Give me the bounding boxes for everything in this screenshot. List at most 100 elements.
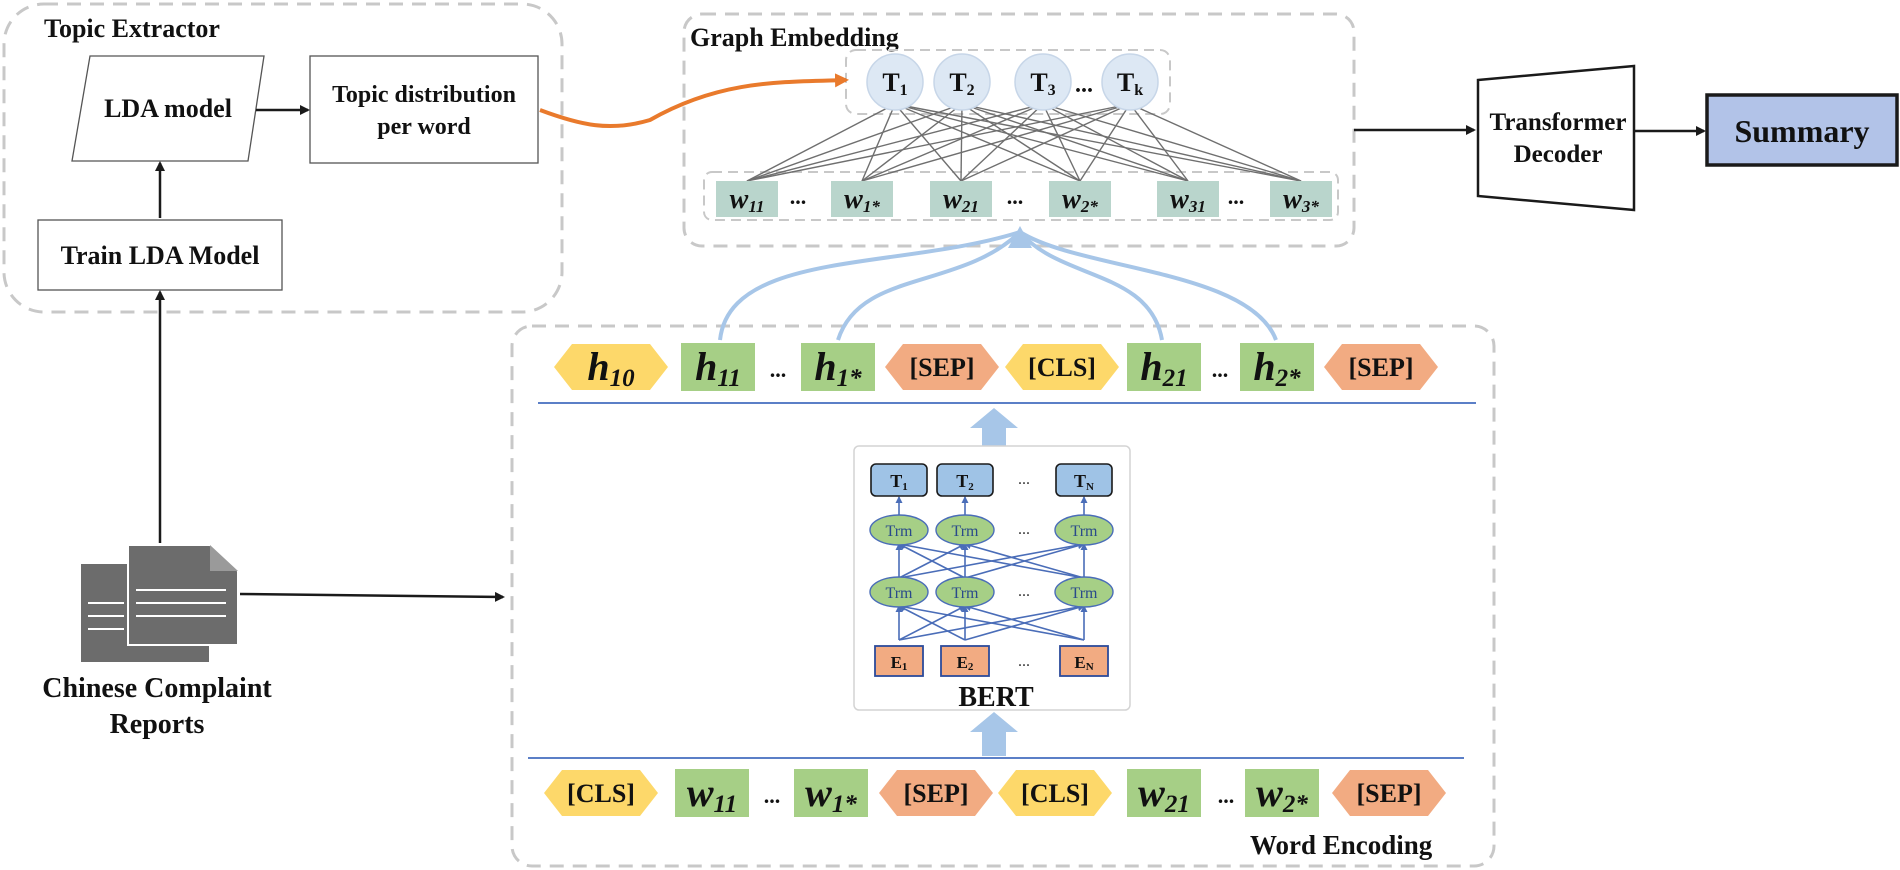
bert-trm-l1-1 [935, 576, 995, 608]
edge-t0-w0 [746, 103, 896, 182]
topic-node-label-3: T3 [1030, 68, 1055, 99]
hidden-token-5 [1127, 343, 1201, 391]
word-nodes-group [703, 171, 1339, 221]
input-token-2 [794, 769, 868, 817]
graph-embedding-title: Graph Embedding [690, 23, 899, 52]
edge-t3-w5 [1129, 103, 1302, 182]
input-token-5 [1127, 769, 1201, 817]
bert-output-N [1055, 463, 1113, 497]
input-token-label-4: [CLS] [1021, 779, 1089, 808]
bert-output-label-1: T1 [890, 471, 908, 493]
edge-t1-w2 [960, 103, 963, 182]
bert-edge-e2-l10 [898, 603, 1085, 641]
topic-extractor-title: Topic Extractor [44, 14, 220, 43]
bert-embed-1 [874, 645, 924, 677]
bert-output-label-N: TN [1074, 471, 1094, 493]
bert-ellipsis-3: ... [1018, 653, 1030, 670]
bert-label: BERT [958, 682, 1034, 713]
bert-trm-l0-2 [1054, 514, 1114, 546]
topic-node-label-2: T2 [949, 68, 974, 99]
edge-t3-w2 [960, 103, 1131, 182]
input-token-3 [879, 770, 993, 816]
hidden-token-label-0: h10 [587, 344, 635, 392]
bert-edge-l12-l21 [964, 542, 1085, 579]
bert-output-1 [870, 463, 928, 497]
word-node-label-21: w21 [943, 184, 979, 216]
bert-ellipsis-1: ... [1018, 521, 1030, 538]
word-node-21 [930, 181, 992, 217]
hidden-ellipsis-0: ... [770, 357, 787, 382]
edge-t2-w1 [861, 103, 1044, 182]
word-ellipsis-2: ... [1007, 184, 1024, 209]
edge-t2-w2 [960, 103, 1044, 182]
bert-trm-label-l1-1: Trm [952, 585, 980, 602]
bert-edge-l12-l20 [898, 541, 1085, 579]
summary-box [1705, 93, 1899, 167]
hidden-token-0 [554, 344, 668, 390]
hidden-token-6 [1240, 343, 1314, 391]
bert-embed-label-N: EN [1074, 653, 1093, 673]
bert-edge-e2-l11 [964, 604, 1085, 641]
bert-embed-label-1: E1 [891, 653, 908, 673]
edge-t3-w3 [1079, 103, 1131, 182]
word-node-31 [1157, 181, 1219, 217]
hidden-ellipsis-1: ... [1212, 357, 1229, 382]
hidden-token-label-1: h11 [695, 344, 741, 392]
bert-box [853, 445, 1131, 711]
topic-node-2 [933, 53, 991, 111]
edge-t2-w4 [1042, 103, 1189, 182]
summary-label: Summary [1734, 113, 1869, 149]
topic-distribution-label-line1: Topic distribution [332, 82, 516, 108]
topic-distribution-box [309, 55, 539, 164]
word-node-label-2*: w2* [1062, 184, 1098, 216]
bert-output-label-2: T2 [956, 471, 974, 493]
hidden-token-3 [885, 344, 999, 390]
bert-trm-label-l0-2: Trm [1071, 523, 1099, 540]
reports-label-line1: Chinese Complaint [42, 673, 272, 704]
hidden-token-label-4: [CLS] [1028, 353, 1096, 382]
input-to-bert-arrow [970, 712, 1018, 756]
topic-word-edges [746, 103, 1302, 182]
bert-edge-l11-l20 [898, 543, 966, 579]
word-node-label-1*: w1* [844, 184, 880, 216]
lda-model-box [71, 55, 265, 162]
hidden-token-4 [1005, 344, 1119, 390]
word-node-label-3*: w3* [1283, 184, 1319, 216]
input-token-label-2: w1* [805, 770, 857, 818]
hidden-token-label-7: [SEP] [1349, 353, 1414, 382]
hidden-token-label-2: h1* [814, 344, 862, 392]
input-token-label-1: w11 [687, 770, 737, 818]
edge-t2-w5 [1042, 103, 1302, 182]
input-token-0 [544, 770, 658, 816]
topic-node-label-1: T1 [882, 68, 907, 99]
bert-ellipsis-2: ... [1018, 583, 1030, 600]
edge-t3-w1 [861, 103, 1131, 182]
edge-t1-w1 [861, 103, 963, 182]
word-encoding-panel [510, 324, 1496, 868]
edge-t1-w0 [746, 103, 963, 182]
input-token-label-6: w2* [1256, 770, 1308, 818]
word-node-3* [1270, 181, 1332, 217]
bert-trm-label-l0-1: Trm [952, 523, 980, 540]
decoder-label-line1: Transformer [1490, 109, 1627, 136]
topic-distribution-label-line2: per word [377, 114, 471, 140]
bert-embed-N [1059, 645, 1109, 677]
arrow-distribution-to-topics [539, 73, 849, 129]
edge-t2-w3 [1042, 103, 1081, 182]
bert-trm-l1-0 [869, 576, 929, 608]
input-token-1 [675, 769, 749, 817]
bert-embed-label-2: E2 [957, 653, 974, 673]
hidden-token-2 [801, 343, 875, 391]
decoder-label-line2: Decoder [1514, 141, 1603, 168]
link-arrowhead [1008, 226, 1032, 248]
word-node-label-31: w31 [1170, 184, 1206, 216]
transformer-decoder-block [1476, 64, 1636, 212]
input-token-label-5: w21 [1138, 770, 1190, 818]
edge-t3-w0 [746, 103, 1131, 182]
hidden-token-1 [681, 343, 755, 391]
bert-trm-label-l0-0: Trm [886, 523, 914, 540]
